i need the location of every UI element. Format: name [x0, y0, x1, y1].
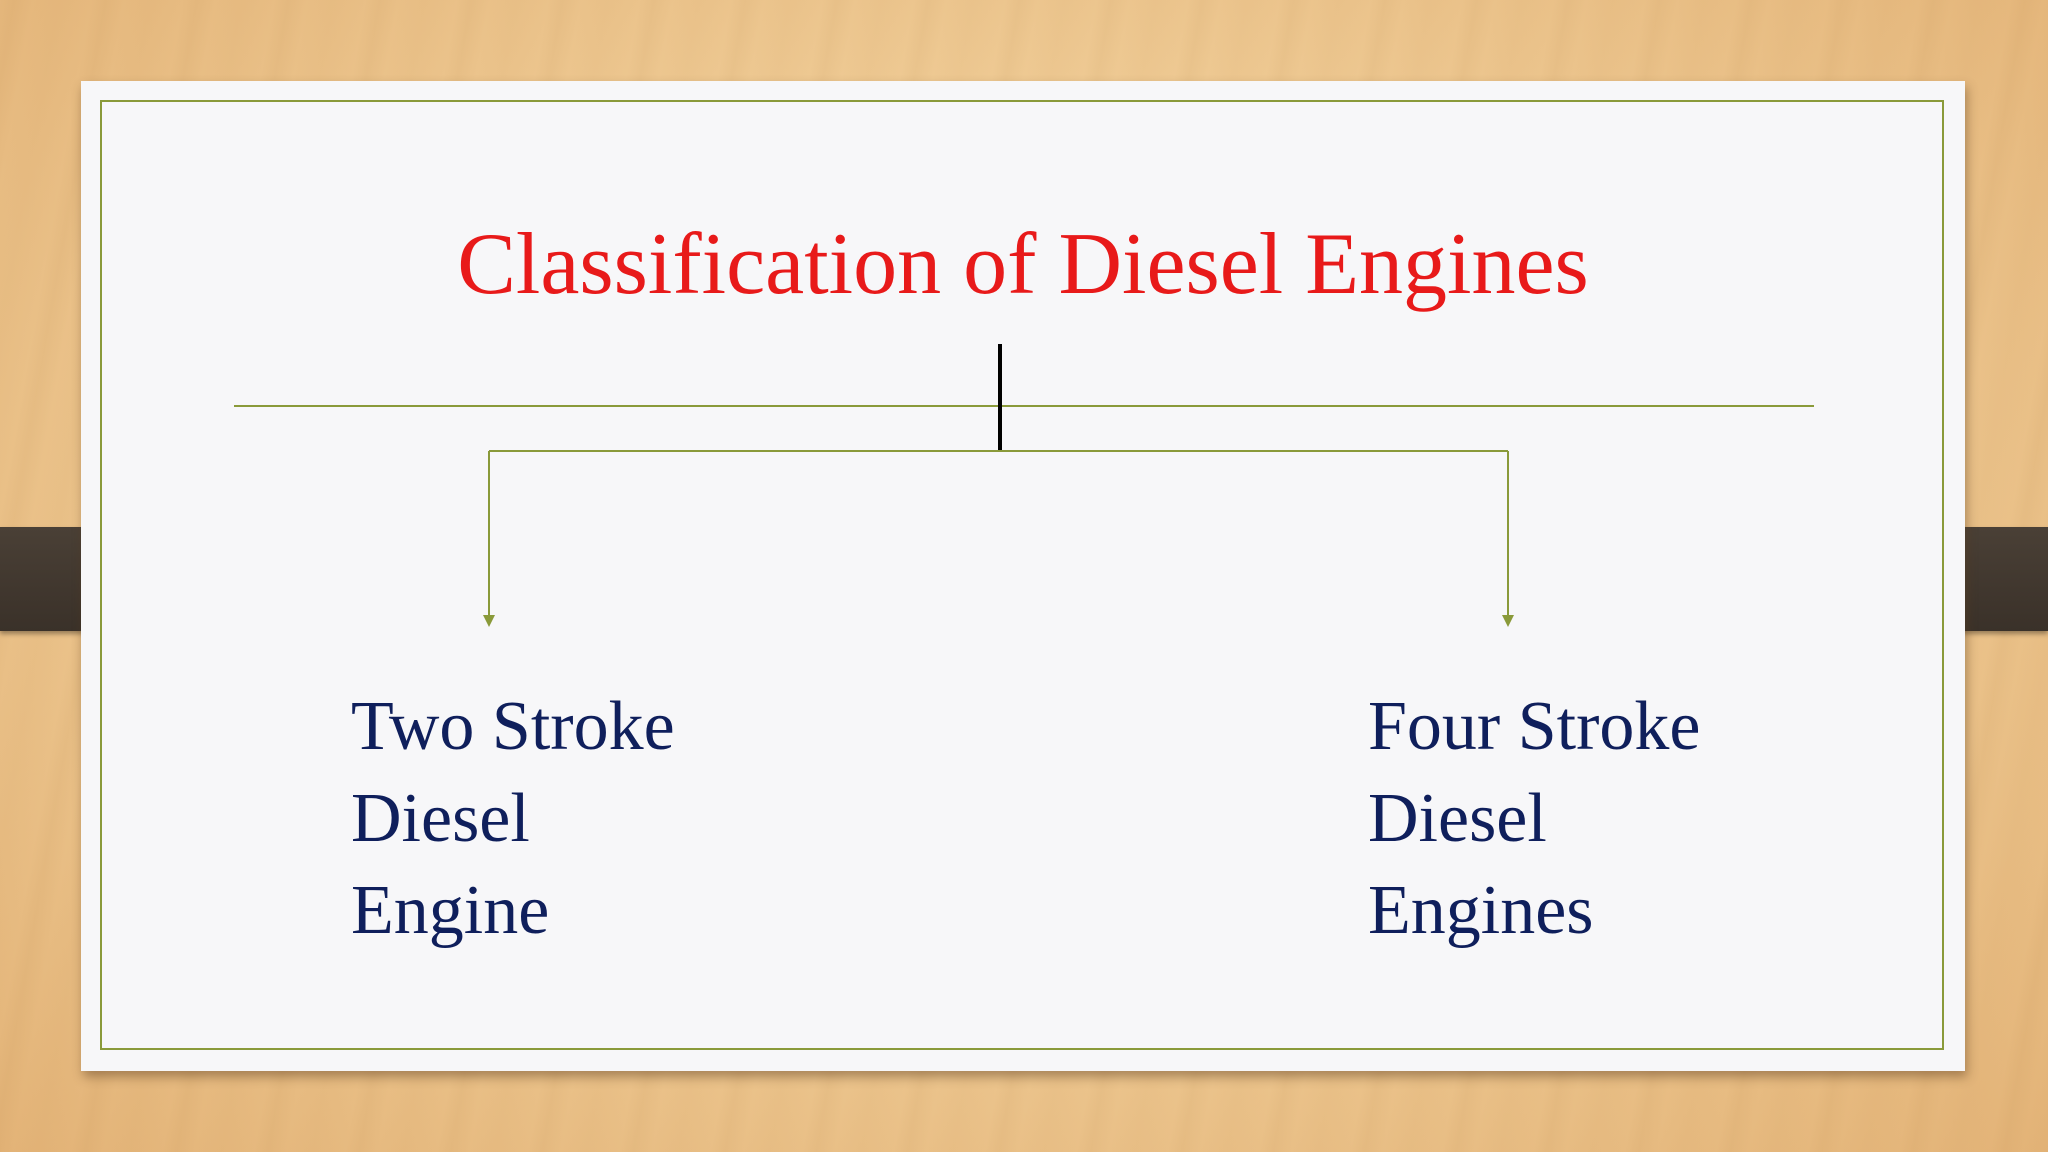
two-stroke-label: Two Stroke Diesel Engine: [351, 681, 675, 957]
two-stroke-line-1: Two Stroke: [351, 688, 675, 765]
slide-card: Classification of Diesel Engines Two Str…: [81, 81, 1965, 1071]
four-stroke-line-2: Diesel: [1368, 780, 1547, 857]
classification-diagram: [234, 344, 1814, 627]
four-stroke-line-1: Four Stroke: [1368, 688, 1701, 765]
two-stroke-line-3: Engine: [351, 872, 550, 949]
two-stroke-line-2: Diesel: [351, 780, 530, 857]
four-stroke-label: Four Stroke Diesel Engines: [1368, 681, 1701, 957]
slide-inner-border: [100, 100, 1944, 1050]
slide-title: Classification of Diesel Engines: [457, 216, 1589, 313]
four-stroke-line-3: Engines: [1368, 872, 1594, 949]
